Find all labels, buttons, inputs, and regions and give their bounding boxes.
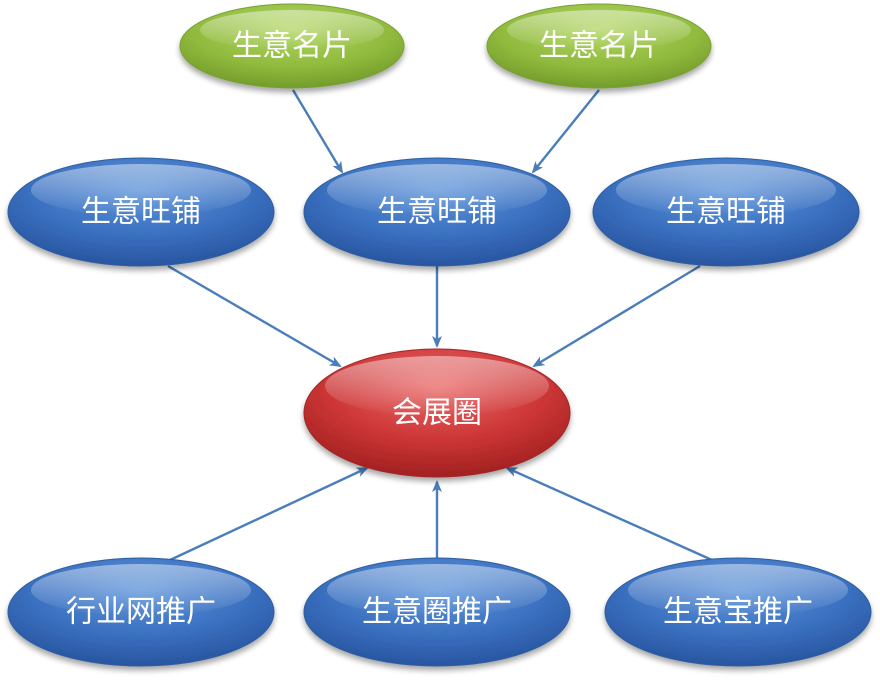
- node-promo-treasure-label: 生意宝推广: [663, 595, 813, 630]
- edge-card-right-to-shop-center: [531, 89, 600, 174]
- node-card-left-label: 生意名片: [232, 29, 352, 64]
- edge-promo-industry-to-center: [169, 466, 369, 562]
- edge-shop-right-to-center: [532, 264, 701, 368]
- node-card-left[interactable]: 生意名片: [179, 3, 405, 89]
- node-center[interactable]: 会展圈: [303, 348, 571, 478]
- edges: [167, 89, 713, 562]
- node-shop-center-label: 生意旺铺: [377, 195, 497, 230]
- node-promo-circle-label: 生意圈推广: [362, 595, 512, 630]
- node-center-label: 会展圈: [392, 396, 482, 431]
- node-promo-industry[interactable]: 行业网推广: [7, 557, 275, 667]
- node-shop-left[interactable]: 生意旺铺: [7, 157, 275, 267]
- node-card-right-label: 生意名片: [539, 29, 659, 64]
- node-shop-right-label: 生意旺铺: [666, 195, 786, 230]
- edge-card-left-to-shop-center: [291, 89, 344, 174]
- node-promo-industry-label: 行业网推广: [66, 595, 216, 630]
- edge-promo-treasure-to-center: [505, 466, 713, 562]
- nodes: 生意名片 生意名片 生意旺铺 生意旺铺 生意旺铺: [7, 3, 872, 667]
- node-shop-center[interactable]: 生意旺铺: [303, 157, 571, 267]
- node-promo-circle[interactable]: 生意圈推广: [303, 557, 571, 667]
- node-shop-right[interactable]: 生意旺铺: [592, 157, 860, 267]
- node-card-right[interactable]: 生意名片: [486, 3, 712, 89]
- node-promo-treasure[interactable]: 生意宝推广: [604, 557, 872, 667]
- node-shop-left-label: 生意旺铺: [81, 195, 201, 230]
- edge-shop-left-to-center: [167, 264, 342, 368]
